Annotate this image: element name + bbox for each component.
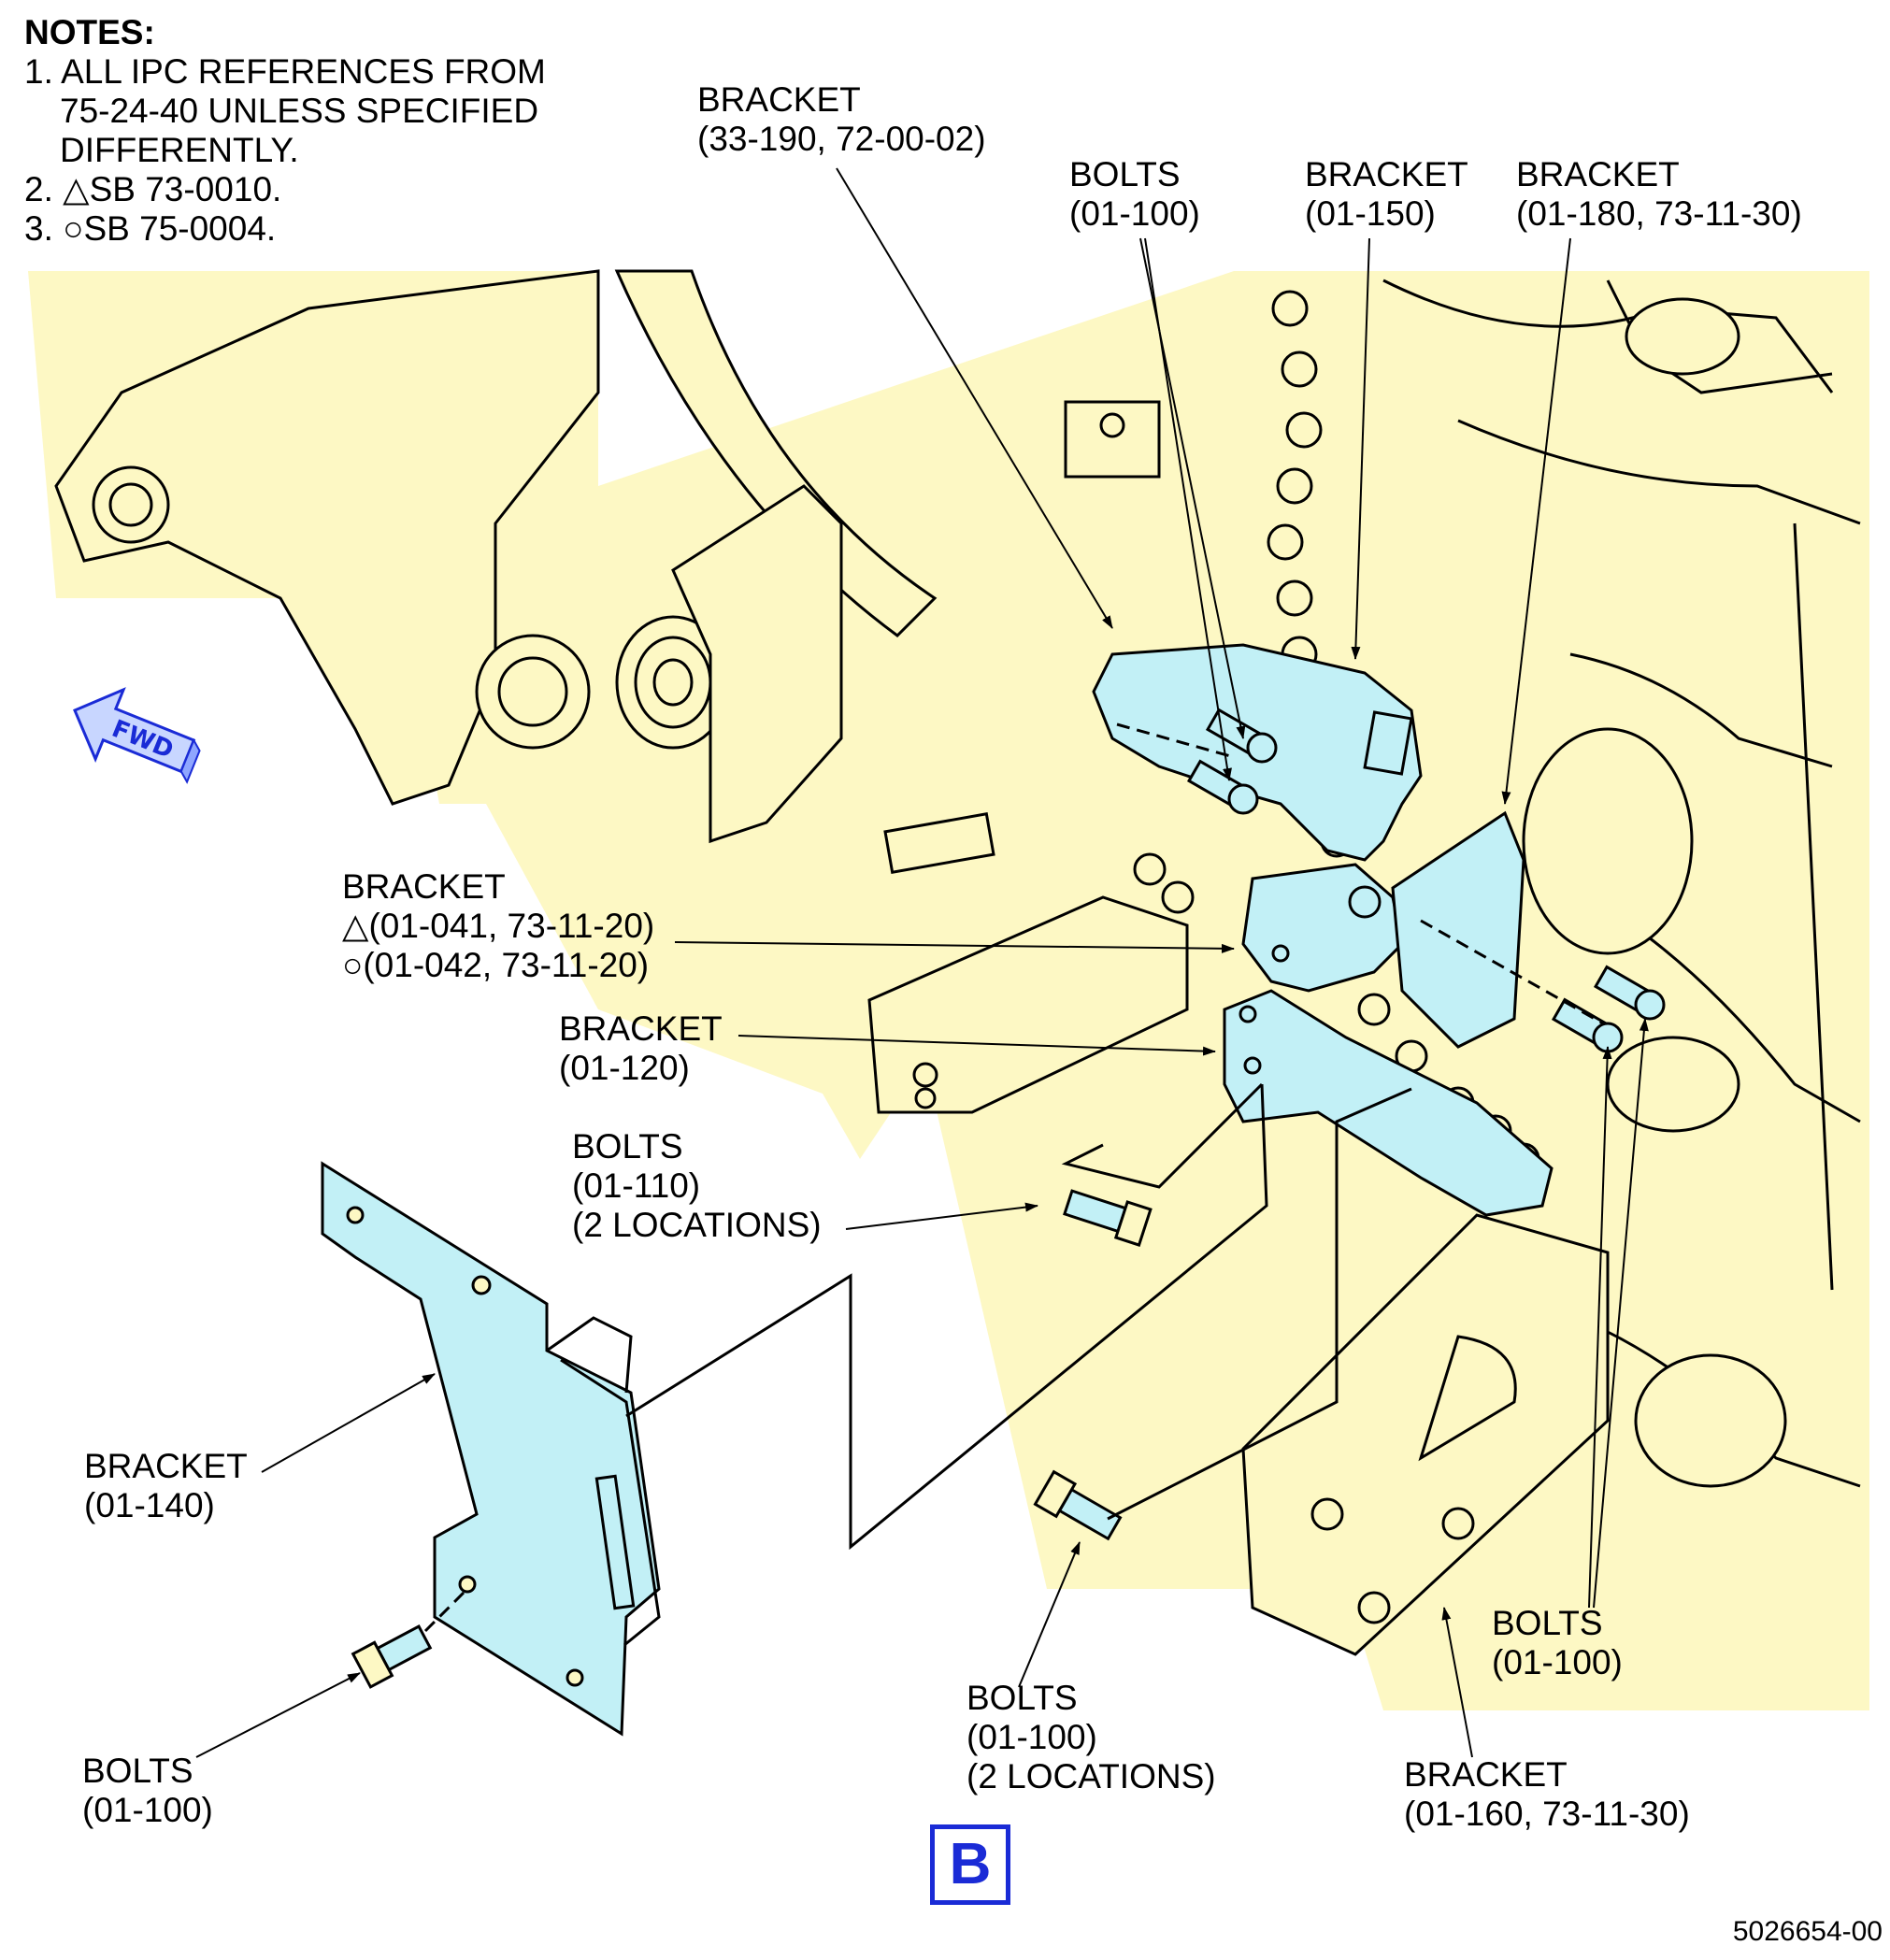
note-2: 2. △SB 73-0010.: [24, 170, 282, 208]
note-1-cont: 75-24-40 UNLESS SPECIFIED: [60, 92, 539, 130]
callout-bolts-right: BOLTS(01-100): [1492, 1604, 1623, 1681]
view-label: B: [930, 1824, 1010, 1905]
leader-lines: [195, 167, 1649, 1758]
installation-lines: [423, 722, 1604, 1633]
callout-bracket-01-180: BRACKET(01-180, 73-11-30): [1516, 155, 1802, 233]
engine-background: [28, 269, 1869, 1710]
fwd-arrow-icon: FWD: [73, 687, 201, 784]
callout-bolts-bottom-left: BOLTS(01-100): [82, 1752, 213, 1829]
note-1: 1. ALL IPC REFERENCES FROM: [24, 52, 546, 91]
drawing-number: 5026654-00: [1732, 1916, 1883, 1947]
callout-bolts-top: BOLTS(01-100): [1069, 155, 1200, 233]
callout-bracket-01-150: BRACKET(01-150): [1305, 155, 1468, 233]
callout-bolts-01-110: BOLTS(01-110)(2 LOCATIONS): [572, 1127, 822, 1244]
note-1-cont-2: DIFFERENTLY.: [60, 131, 299, 169]
callout-bracket-33-190: BRACKET(33-190, 72-00-02): [697, 80, 986, 158]
callout-bracket-01-140: BRACKET(01-140): [84, 1447, 248, 1524]
highlighted-brackets: [321, 643, 1554, 1737]
callout-bracket-01-120: BRACKET(01-120): [559, 1009, 723, 1087]
callout-bolts-bottom-mid: BOLTS(01-100)(2 LOCATIONS): [966, 1679, 1216, 1795]
callout-bracket-01-041: BRACKET△(01-041, 73-11-20)○(01-042, 73-1…: [342, 867, 655, 984]
callout-bracket-01-160: BRACKET(01-160, 73-11-30): [1404, 1755, 1690, 1833]
loose-bolts: [351, 708, 1666, 1689]
notes-block: NOTES: 1. ALL IPC REFERENCES FROM 75-24-…: [24, 13, 546, 249]
notes-heading: NOTES:: [24, 13, 155, 51]
note-3: 3. ○SB 75-0004.: [24, 209, 277, 248]
